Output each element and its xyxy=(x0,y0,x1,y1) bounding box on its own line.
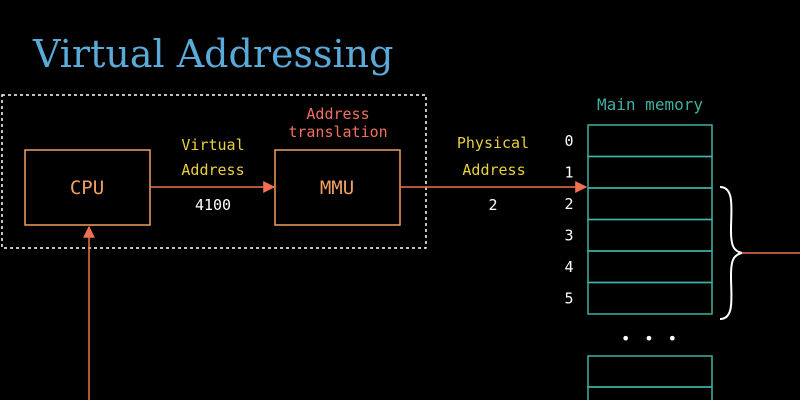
memory-indices: 0 1 2 3 4 5 xyxy=(564,132,573,308)
memory-row-3 xyxy=(587,218,713,252)
address-translation-line2: translation xyxy=(288,123,387,141)
main-memory-label: Main memory xyxy=(597,95,703,114)
memory-row-lower xyxy=(587,355,713,388)
virtual-address-value: 4100 xyxy=(195,196,231,214)
physical-address-line2: Address xyxy=(462,161,525,179)
curly-brace xyxy=(719,186,743,320)
memory-index-4: 4 xyxy=(564,258,573,276)
mmu-label: MMU xyxy=(320,177,354,199)
memory-index-3: 3 xyxy=(564,226,573,244)
memory-row-4 xyxy=(587,250,713,284)
memory-index-5: 5 xyxy=(564,289,573,307)
memory-index-1: 1 xyxy=(564,163,573,181)
address-translation-line1: Address xyxy=(306,105,369,123)
memory-ellipsis: • • • xyxy=(621,329,679,348)
virtual-address-line1: Virtual xyxy=(181,136,244,154)
page-title: Virtual Addressing xyxy=(32,32,393,76)
memory-index-2: 2 xyxy=(564,195,573,213)
virtual-address-line2: Address xyxy=(181,161,244,179)
memory-row-2 xyxy=(587,187,713,221)
physical-address-value: 2 xyxy=(488,196,497,214)
memory-row-1 xyxy=(587,155,713,189)
dashed-enclosure xyxy=(1,94,427,249)
memory-row-lower-2 xyxy=(587,386,713,400)
cpu-label: CPU xyxy=(70,177,104,199)
memory-row-0 xyxy=(587,124,713,158)
memory-rows xyxy=(587,124,713,315)
physical-address-line1: Physical xyxy=(457,134,529,152)
memory-row-5 xyxy=(587,281,713,315)
memory-index-0: 0 xyxy=(564,132,573,150)
